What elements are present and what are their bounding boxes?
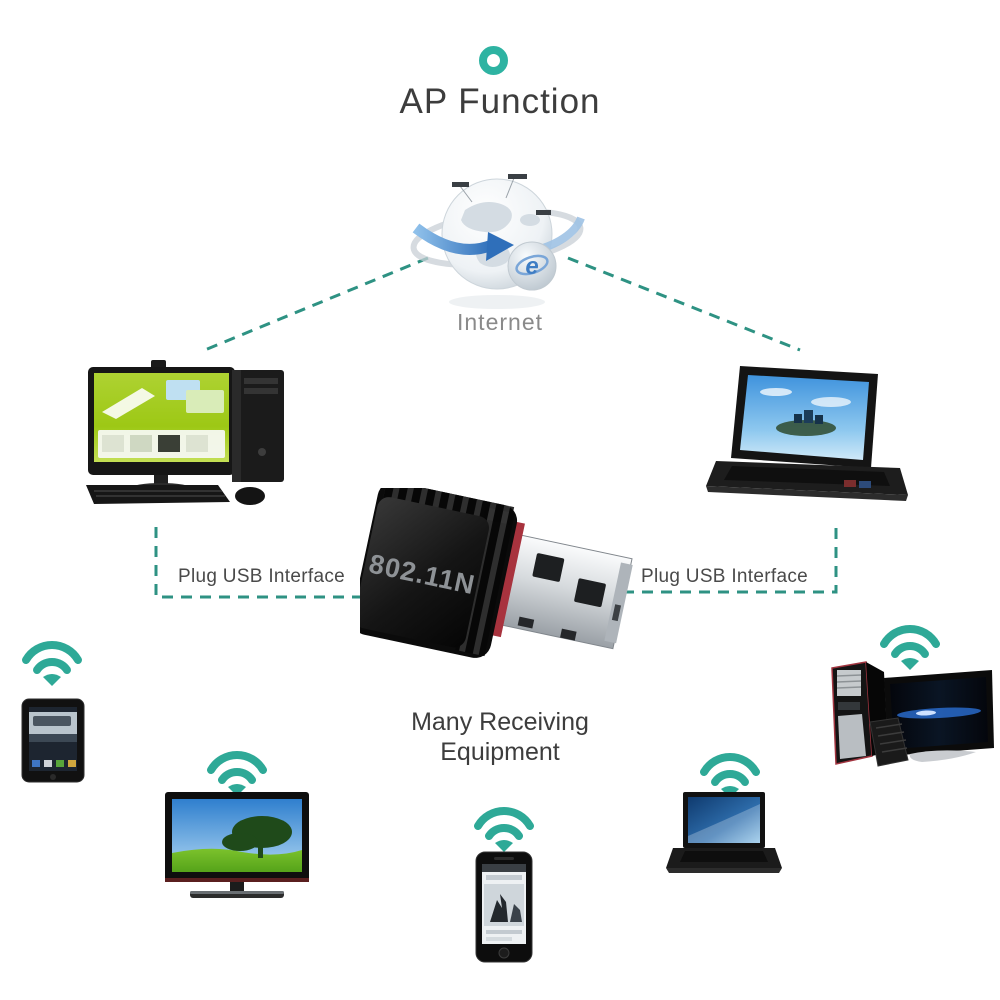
dash-line-laptop-to-adapter: [618, 528, 838, 594]
plug-usb-label-left: Plug USB Interface: [178, 566, 345, 587]
globe-sync-icon: e: [410, 174, 585, 309]
tower: [232, 370, 284, 482]
keyboard: [869, 717, 909, 767]
desktop-computer-receiver: [831, 661, 994, 767]
mouse: [235, 487, 265, 505]
mini-globe-e-glyph: e: [525, 253, 538, 280]
usb-wifi-adapter: 802.11N: [360, 488, 640, 750]
sync-arrow-band: [412, 223, 495, 255]
laptop-receiver: [666, 792, 782, 873]
dash-line-desktop-to-adapter: [154, 527, 362, 599]
globe-map-callouts: [452, 174, 551, 215]
phone-photo: [484, 884, 524, 926]
tablet-receiver: [21, 698, 85, 783]
receiving-caption-line1: Many Receiving: [411, 708, 589, 736]
television-receiver: [165, 792, 309, 898]
dash-line-internet-to-laptop: [567, 256, 801, 352]
laptop-receiver-base: [666, 848, 782, 873]
receiving-caption-line2: Equipment: [440, 738, 560, 766]
webcam: [151, 360, 166, 369]
globe-shadow: [449, 295, 545, 309]
desktop-computer-source: [86, 360, 284, 505]
tv-tree: [222, 816, 292, 858]
smartphone-receiver: [475, 851, 533, 963]
wifi-signal-icon: [207, 750, 267, 796]
laptop-base: [706, 461, 908, 501]
plug-usb-label-right: Plug USB Interface: [641, 566, 808, 587]
usb-connector: [496, 533, 633, 650]
receiving-caption: Many Receiving Equipment: [0, 707, 1000, 767]
wifi-signal-icon: [22, 640, 82, 686]
laptop-source: [706, 366, 908, 501]
adapter-group: 802.11N: [360, 488, 633, 658]
adapter-body: 802.11N: [360, 488, 518, 658]
laptop-screen: [731, 366, 878, 468]
mini-globe-ring: [515, 254, 549, 276]
monitor: [88, 367, 235, 493]
monitor: [884, 670, 994, 762]
sync-arrow-head: [486, 232, 514, 261]
tablet-app-icons: [32, 760, 76, 767]
keyboard: [86, 485, 230, 504]
wifi-signal-icon: [880, 624, 940, 670]
wifi-signal-icon: [474, 806, 534, 852]
page-title: AP Function: [399, 82, 601, 121]
internet-label: Internet: [457, 309, 543, 335]
ring-dot-icon: [479, 46, 508, 75]
mini-globe: [507, 241, 557, 291]
tv-stand: [190, 891, 284, 898]
dash-line-internet-to-desktop: [199, 256, 429, 354]
